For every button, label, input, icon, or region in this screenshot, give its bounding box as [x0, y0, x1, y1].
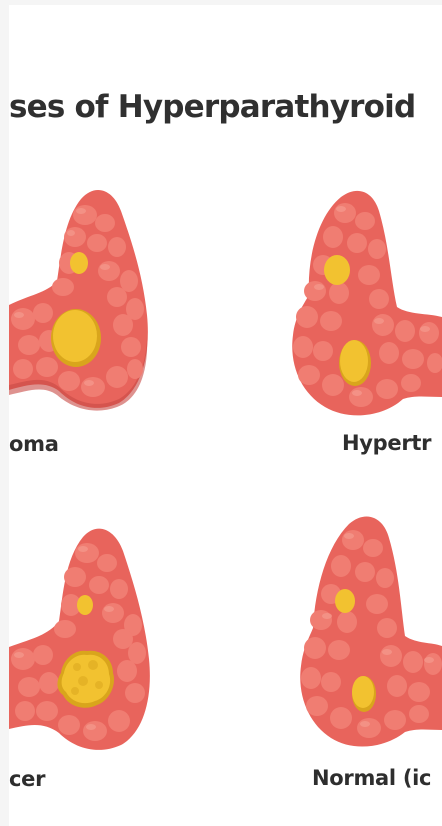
nodule-upper	[335, 589, 355, 613]
nodule-lower	[352, 676, 374, 708]
page-title: ses of Hyperparathyroid	[9, 89, 415, 125]
small-nodule	[70, 252, 88, 274]
label-adenoma: oma	[9, 432, 59, 456]
small-nodule	[77, 595, 93, 615]
label-cancer: cer	[9, 767, 45, 791]
label-normal: Normal (ic	[312, 766, 431, 790]
nodule-lower	[340, 340, 368, 382]
hypertrophy-gland-illustration	[279, 185, 442, 425]
nodule-upper	[324, 255, 350, 285]
label-hypertrophy: Hypertr	[342, 431, 431, 455]
cancer-gland-illustration	[9, 525, 159, 757]
adenoma-nodule	[53, 310, 97, 362]
normal-gland-illustration	[291, 510, 442, 755]
infographic-frame: ses of Hyperparathyroid	[9, 5, 442, 826]
adenoma-gland-illustration	[9, 185, 159, 415]
